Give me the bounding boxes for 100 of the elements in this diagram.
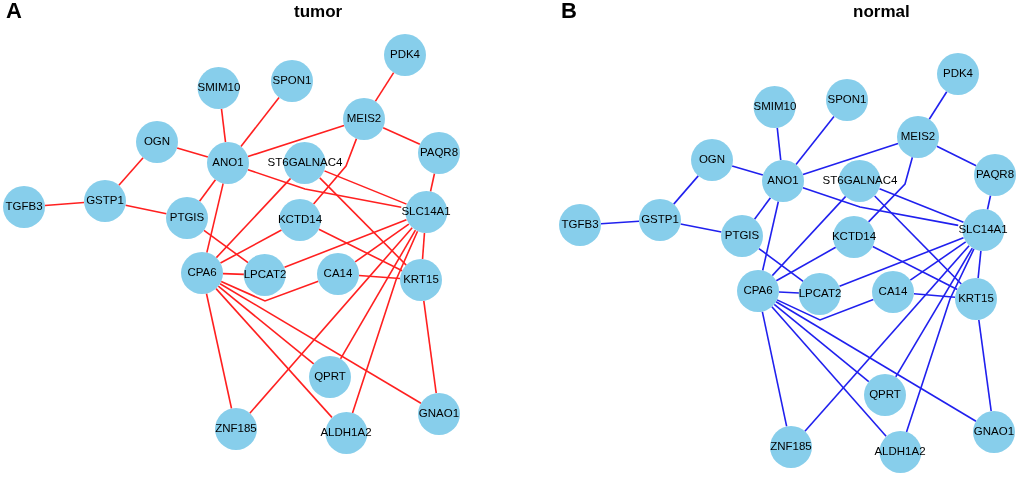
network-edge xyxy=(672,175,700,205)
gene-label: PAQR8 xyxy=(419,147,459,159)
network-edge xyxy=(240,96,280,148)
gene-label: MEIS2 xyxy=(346,113,382,125)
gene-label: PTGIS xyxy=(169,212,205,224)
network-edge xyxy=(220,108,227,143)
gene-label: CA14 xyxy=(323,268,353,280)
gene-label: SPON1 xyxy=(827,94,867,106)
network-edge xyxy=(600,220,640,225)
gene-node xyxy=(277,199,323,241)
network-edge xyxy=(776,127,782,161)
gene-label: SMIM10 xyxy=(753,101,797,113)
network-edge xyxy=(354,223,410,263)
network-edge xyxy=(198,179,217,202)
gene-node xyxy=(267,142,343,184)
network-edge xyxy=(928,90,948,121)
gene-node xyxy=(166,197,208,239)
gene-label: OGN xyxy=(143,136,171,148)
gene-label: ANO1 xyxy=(212,157,244,169)
network-edge xyxy=(838,236,965,288)
gene-label: PDK4 xyxy=(942,68,973,80)
gene-label: KRT15 xyxy=(958,293,994,305)
gene-label: SMIM10 xyxy=(197,82,241,94)
gene-node xyxy=(973,411,1015,453)
network-edge xyxy=(339,229,417,360)
gene-label: QPRT xyxy=(869,389,901,401)
gene-node xyxy=(84,180,126,222)
network-edge xyxy=(804,244,970,433)
gene-label: ZNF185 xyxy=(770,441,812,453)
network-edge xyxy=(176,147,209,158)
gene-label: MEIS2 xyxy=(900,131,936,143)
gene-label: LPCAT2 xyxy=(243,269,287,281)
gene-node xyxy=(418,132,460,174)
gene-node xyxy=(317,253,359,295)
gene-label: PDK4 xyxy=(389,49,420,61)
gene-label: PTGIS xyxy=(724,230,760,242)
gene-label: KCTD14 xyxy=(831,231,877,243)
network-edge xyxy=(978,319,992,412)
network-edge xyxy=(761,310,788,428)
gene-node xyxy=(831,216,877,258)
gene-label: SLC14A1 xyxy=(958,224,1008,236)
network-edge xyxy=(771,305,887,438)
network-edge xyxy=(358,274,401,280)
gene-node xyxy=(826,79,868,121)
gene-node xyxy=(320,412,372,454)
network-edge xyxy=(217,285,315,365)
network-edge xyxy=(977,250,982,279)
network-edge xyxy=(124,204,168,215)
gene-label: TGFB3 xyxy=(561,219,599,231)
network-edge xyxy=(319,177,407,266)
gene-label: GNAO1 xyxy=(418,408,460,420)
gene-node xyxy=(215,408,257,450)
gene-label: QPRT xyxy=(314,371,346,383)
network-edge xyxy=(753,197,772,220)
gene-node xyxy=(3,186,45,228)
gene-node xyxy=(822,160,898,202)
gene-node xyxy=(309,356,351,398)
gene-node xyxy=(937,53,979,95)
network-edge xyxy=(731,165,764,176)
gene-label: ALDH1A2 xyxy=(874,446,926,458)
gene-label: SLC14A1 xyxy=(401,206,451,218)
network-edge xyxy=(894,247,974,378)
gene-node xyxy=(974,154,1016,196)
gene-label: GNAO1 xyxy=(973,426,1015,438)
network-edge xyxy=(219,229,283,264)
gene-label: ST6GALNAC4 xyxy=(822,175,898,187)
network-edge xyxy=(761,200,780,272)
network-edge xyxy=(775,246,837,282)
network-edge xyxy=(323,170,408,205)
gene-label: ANO1 xyxy=(767,175,799,187)
gene-node xyxy=(243,254,287,296)
network-edge xyxy=(283,218,408,269)
network-edge xyxy=(429,172,436,193)
gene-node xyxy=(559,204,601,246)
network-edge xyxy=(222,272,245,276)
network-edge xyxy=(206,182,224,254)
network-edge xyxy=(679,223,723,233)
gene-label: LPCAT2 xyxy=(798,288,842,300)
network-edge xyxy=(778,291,800,294)
gene-node xyxy=(955,278,997,320)
gene-label: CA14 xyxy=(878,286,908,298)
network-edge xyxy=(871,245,959,291)
gene-node xyxy=(197,67,241,109)
gene-label: KCTD14 xyxy=(277,214,323,226)
network-edge xyxy=(775,300,977,423)
network-edge xyxy=(936,145,977,167)
network-edge xyxy=(423,300,437,394)
gene-label: PAQR8 xyxy=(975,169,1015,181)
gene-node xyxy=(401,191,451,233)
network-edge xyxy=(795,115,835,166)
network-edge xyxy=(909,241,967,281)
gene-label: TGFB3 xyxy=(5,201,43,213)
network-edge xyxy=(802,186,959,227)
gene-node xyxy=(864,374,906,416)
network-edge xyxy=(247,124,345,158)
gene-node xyxy=(181,252,223,294)
gene-label: GSTP1 xyxy=(641,214,679,226)
network-edge xyxy=(771,195,847,277)
gene-node xyxy=(753,86,797,128)
network-edge xyxy=(374,71,395,103)
